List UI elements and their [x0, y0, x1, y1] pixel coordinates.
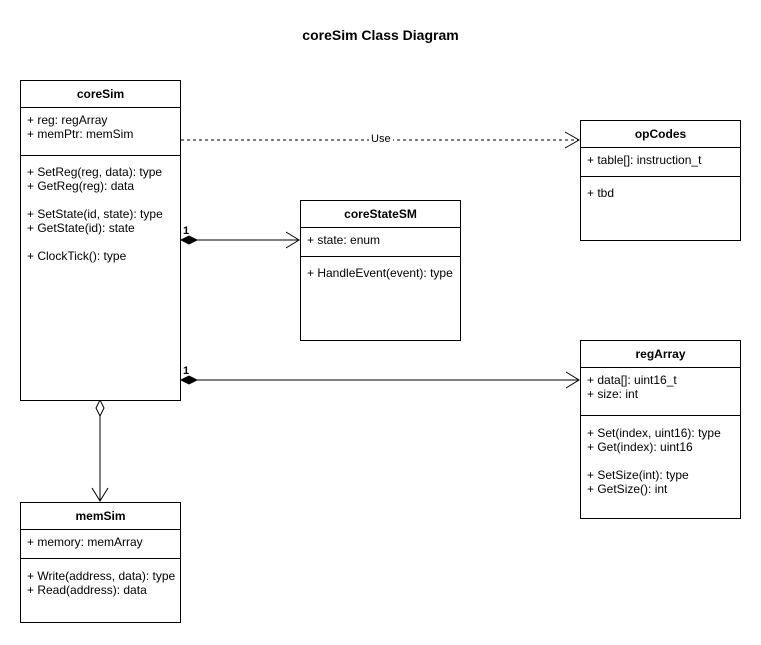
- spacer: [27, 193, 174, 207]
- attributes-section: + state: enum: [301, 228, 460, 257]
- operation: + Get(index): uint16: [587, 440, 693, 454]
- operation: + Write(address, data): type: [27, 569, 176, 583]
- operation: + tbd: [587, 186, 615, 200]
- attribute: + memory: memArray: [27, 535, 143, 549]
- attribute: + memPtr: memSim: [27, 127, 134, 141]
- attributes-section: + reg: regArray + memPtr: memSim: [21, 108, 180, 156]
- class-coresim[interactable]: coreSim + reg: regArray + memPtr: memSim…: [20, 80, 181, 401]
- multiplicity-state: 1: [183, 225, 190, 237]
- spacer: [587, 454, 734, 468]
- class-memsim[interactable]: memSim + memory: memArray + Write(addres…: [20, 502, 181, 623]
- mem-aggregation-arrowhead: [91, 487, 109, 502]
- use-label: Use: [369, 133, 393, 145]
- reg-composition-diamond: [179, 375, 199, 385]
- attribute: + data[]: uint16_t: [587, 373, 677, 387]
- class-opcodes[interactable]: opCodes + table[]: instruction_t + tbd: [580, 120, 741, 241]
- attribute: + table[]: instruction_t: [587, 153, 702, 167]
- operations-section: + Set(index, uint16): type + Get(index):…: [581, 416, 740, 501]
- class-corestatesm[interactable]: coreStateSM + state: enum + HandleEvent(…: [300, 200, 461, 341]
- operation: + HandleEvent(event): type: [307, 266, 453, 280]
- operation: + GetState(id): state: [27, 221, 135, 235]
- operation: + SetSize(int): type: [587, 468, 689, 482]
- operations-section: + HandleEvent(event): type: [301, 257, 460, 285]
- reg-composition-arrowhead: [565, 371, 580, 389]
- state-composition-arrowhead: [285, 231, 300, 249]
- attribute: + state: enum: [307, 233, 381, 247]
- operation: + SetState(id, state): type: [27, 207, 163, 221]
- spacer: [27, 235, 174, 249]
- operation: + Read(address): data: [27, 583, 147, 597]
- class-name: regArray: [581, 341, 740, 368]
- class-name: coreSim: [21, 81, 180, 108]
- attributes-section: + memory: memArray: [21, 530, 180, 559]
- attribute: + reg: regArray: [27, 113, 108, 127]
- class-regarray[interactable]: regArray + data[]: uint16_t + size: int …: [580, 340, 741, 519]
- attributes-section: + data[]: uint16_t + size: int: [581, 368, 740, 416]
- attributes-section: + table[]: instruction_t: [581, 148, 740, 177]
- operation: + Set(index, uint16): type: [587, 426, 721, 440]
- attribute: + size: int: [587, 387, 639, 401]
- state-composition-diamond: [179, 235, 199, 245]
- operation: + GetSize(): int: [587, 482, 668, 496]
- operations-section: + Write(address, data): type + Read(addr…: [21, 559, 180, 602]
- operation: + GetReg(reg): data: [27, 179, 135, 193]
- operation: + ClockTick(): type: [27, 249, 127, 263]
- class-name: opCodes: [581, 121, 740, 148]
- use-dependency-arrowhead: [564, 131, 581, 149]
- diagram-title: coreSim Class Diagram: [302, 27, 459, 43]
- operations-section: + tbd: [581, 177, 740, 205]
- mem-aggregation-diamond: [95, 398, 105, 418]
- operations-section: + SetReg(reg, data): type + GetReg(reg):…: [21, 156, 180, 268]
- multiplicity-reg: 1: [183, 365, 190, 377]
- operation: + SetReg(reg, data): type: [27, 165, 163, 179]
- class-name: memSim: [21, 503, 180, 530]
- class-name: coreStateSM: [301, 201, 460, 228]
